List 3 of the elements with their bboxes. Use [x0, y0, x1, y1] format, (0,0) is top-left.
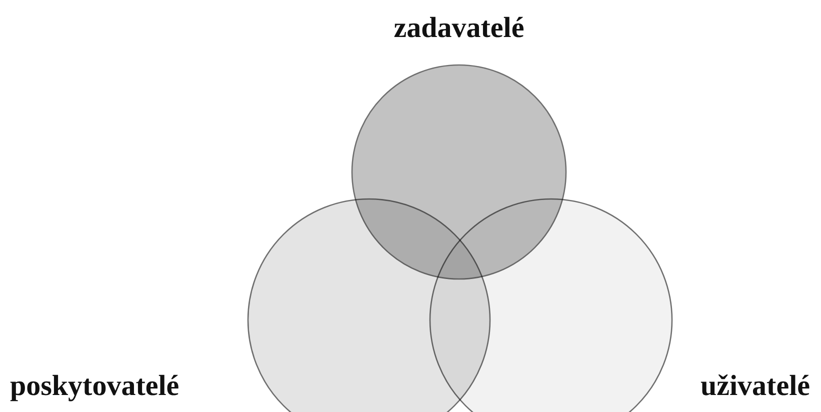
set-label: poskytovatelé [10, 370, 180, 403]
set-label: uživatelé [700, 370, 810, 403]
set-label: zadavatelé [394, 12, 524, 45]
